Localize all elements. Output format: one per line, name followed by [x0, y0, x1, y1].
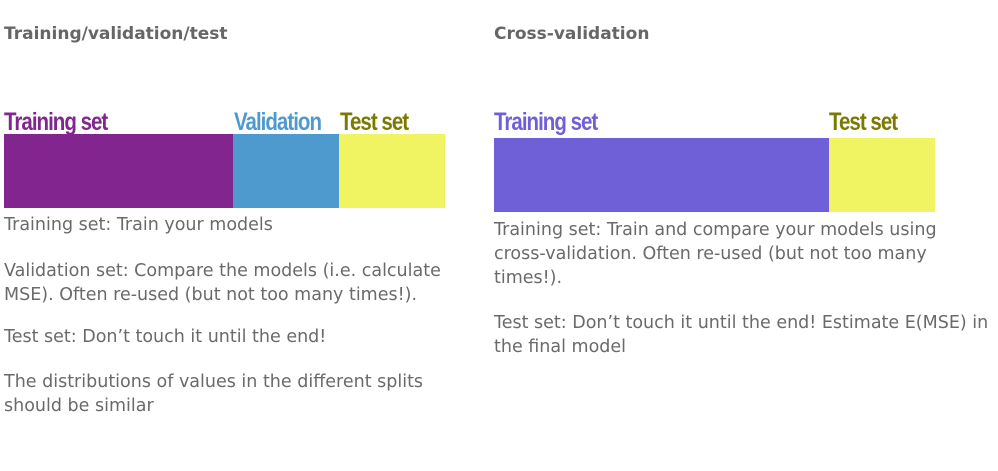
left-distribution-desc: The distributions of values in the diffe… [4, 372, 424, 416]
right-heading: Cross-validation [494, 24, 650, 44]
right-training-desc: Training set: Train and compare your mod… [494, 220, 937, 288]
left-training-desc: Training set: Train your models [4, 215, 273, 235]
right-training-segment [494, 138, 829, 212]
left-training-set-label: Training set [4, 108, 108, 136]
left-validation-segment [233, 134, 339, 208]
left-test-set-label: Test set [340, 108, 409, 136]
left-validation-desc: Validation set: Compare the models (i.e.… [4, 261, 441, 305]
right-training-set-label: Training set [494, 108, 598, 136]
right-test-set-label: Test set [829, 108, 898, 136]
right-test-desc: Test set: Don’t touch it until the end! … [494, 313, 989, 357]
right-test-segment [829, 138, 935, 212]
left-test-segment [339, 134, 445, 208]
left-training-segment [4, 134, 233, 208]
left-validation-label: Validation [234, 108, 322, 136]
left-heading: Training/validation/test [4, 24, 228, 44]
left-test-desc: Test set: Don’t touch it until the end! [4, 327, 327, 347]
